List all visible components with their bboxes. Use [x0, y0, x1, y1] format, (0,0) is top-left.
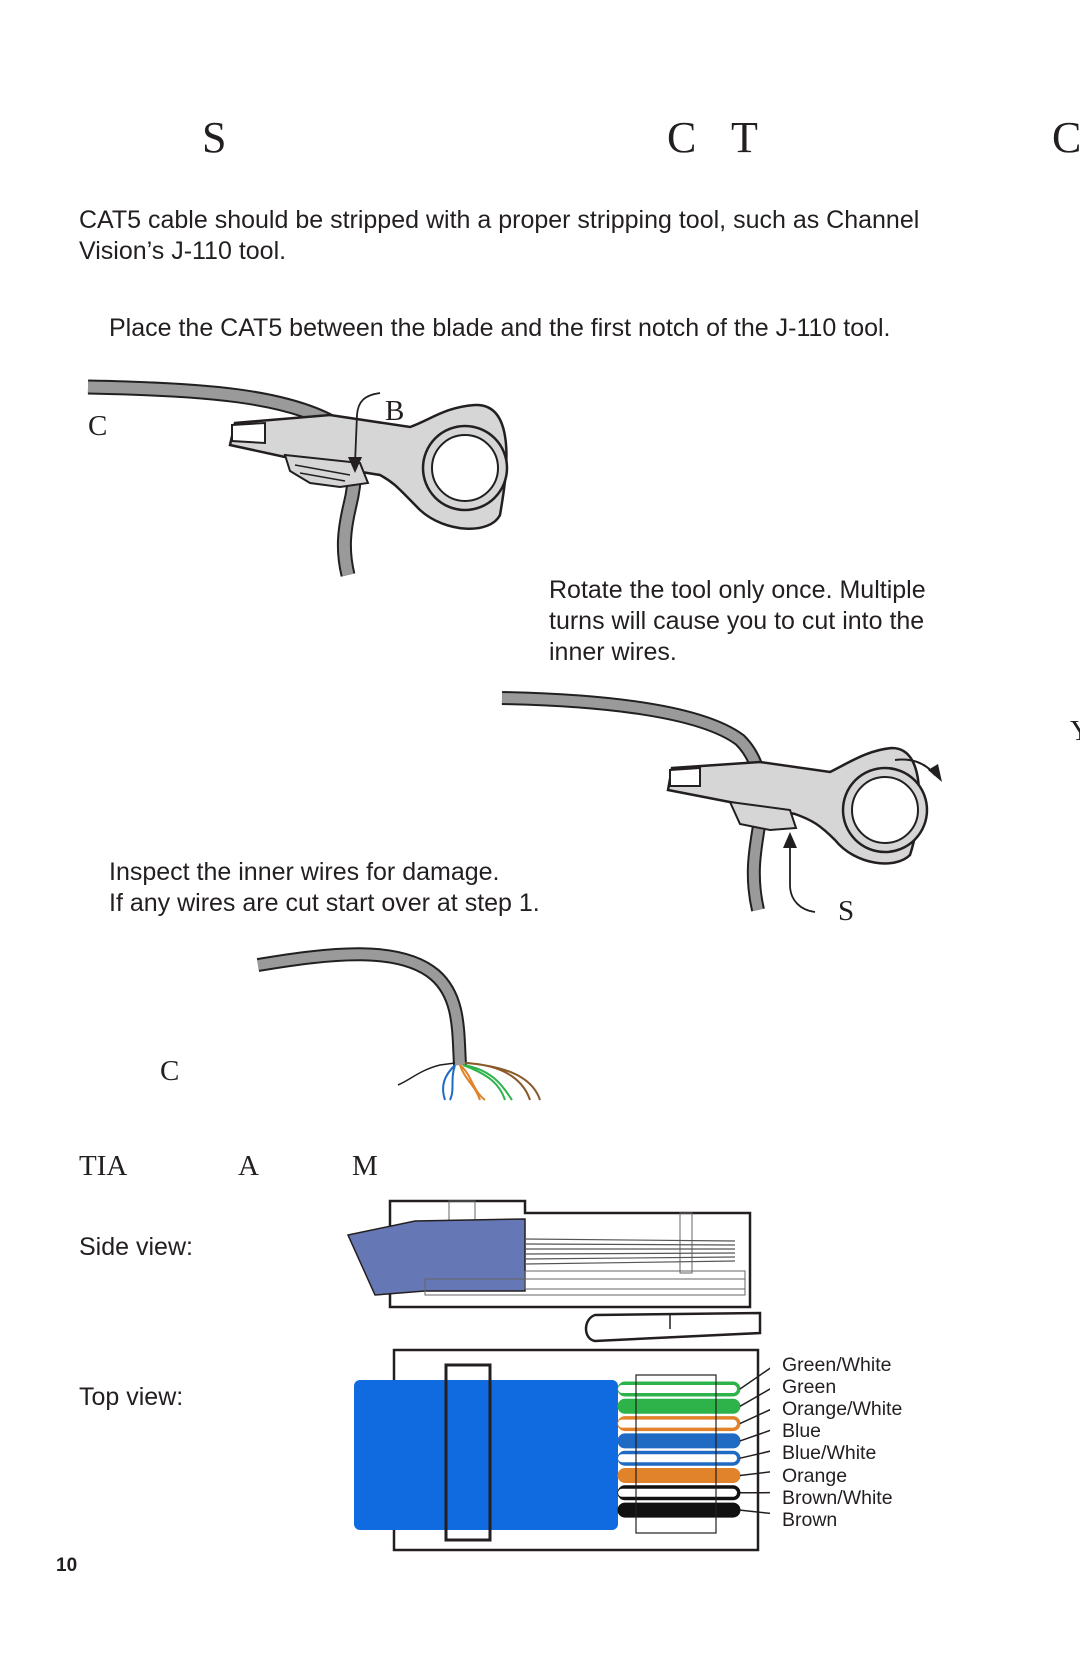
figure1-label-b: B: [385, 395, 405, 427]
figure2-label-s: S: [838, 895, 855, 927]
wire-7: [617, 1502, 741, 1518]
wire-leader-0: [739, 1367, 770, 1390]
wire-leader-4: [739, 1450, 770, 1459]
wire-label: Blue/White: [782, 1442, 877, 1465]
side-view-label: Side view:: [79, 1233, 193, 1261]
wire-4: [617, 1450, 741, 1466]
figure-rotate-tool: [501, 691, 942, 913]
figure-stripping-tool-placement: [87, 379, 509, 577]
wire-6: [617, 1485, 741, 1501]
side-jacket: [346, 1218, 526, 1296]
tia-heading-part-3: M: [352, 1150, 378, 1182]
figure-stripped-cable: [256, 947, 541, 1101]
step-3-line-2: If any wires are cut start over at step …: [109, 889, 540, 917]
wire-label: Brown/White: [782, 1486, 893, 1509]
heading-letter-1: S: [202, 113, 228, 162]
wire-leader-5: [739, 1471, 770, 1477]
step-3-text: Inspect the inner wires for damage. If a…: [109, 857, 629, 919]
side-inner-wires: [524, 1238, 736, 1265]
inner-wire-pairs: [442, 1062, 541, 1101]
wire-3: [617, 1433, 741, 1449]
heading-letter-3: T: [731, 113, 759, 162]
intro-text: CAT5 cable should be stripped with a pro…: [79, 205, 1059, 267]
top-view-label: Top view:: [79, 1383, 184, 1411]
intro-text-line-1: CAT5 cable should be stripped with a pro…: [79, 206, 920, 234]
wire-label: Brown: [782, 1508, 838, 1531]
step-2-text: Rotate the tool only once. Multiple turn…: [549, 575, 969, 668]
top-view-wires: [617, 1381, 741, 1518]
rj45-side-view-diagram: [346, 1199, 762, 1343]
wire-leader-2: [739, 1408, 770, 1425]
wire-0: [617, 1381, 741, 1397]
wire-leader-3: [739, 1429, 770, 1442]
rj45-top-view-diagram: [354, 1348, 770, 1552]
tia-heading-part-2: A: [238, 1150, 259, 1182]
wire-leader-lines: [739, 1367, 770, 1515]
step-3-line-1: Inspect the inner wires for damage.: [109, 858, 500, 886]
step-2-line-1: Rotate the tool only once. Multiple: [549, 576, 926, 604]
wire-label: Orange: [782, 1464, 848, 1487]
figure1-label-c: C: [88, 410, 108, 442]
wire-leader-7: [739, 1509, 770, 1515]
wire-label: Orange/White: [782, 1398, 903, 1421]
step-1-text: Place the CAT5 between the blade and the…: [109, 314, 891, 342]
wire-leader-1: [739, 1388, 770, 1407]
figure3-label-c: C: [160, 1055, 180, 1087]
heading-letter-4: C: [1052, 113, 1080, 162]
wire-label: Blue: [782, 1420, 822, 1443]
top-jacket: [354, 1380, 618, 1530]
page-number: 10: [56, 1555, 78, 1576]
heading-letter-2: C: [667, 113, 698, 162]
step-2-line-3: inner wires.: [549, 638, 677, 666]
tia-heading-part-1: TIA: [79, 1150, 128, 1182]
wire-label: Green/White: [782, 1354, 892, 1376]
wire-2: [617, 1416, 741, 1432]
step-2-line-2: turns will cause you to cut into the: [549, 607, 925, 635]
wire-1: [617, 1398, 741, 1414]
s-arrow: [789, 840, 816, 913]
wire-label: Green: [782, 1376, 837, 1399]
blade-arrow: [354, 392, 381, 464]
figure2-edge-mark: Y: [1070, 715, 1080, 748]
intro-text-line-2: Vision’s J-110 tool.: [79, 237, 287, 265]
latch: [584, 1311, 762, 1343]
